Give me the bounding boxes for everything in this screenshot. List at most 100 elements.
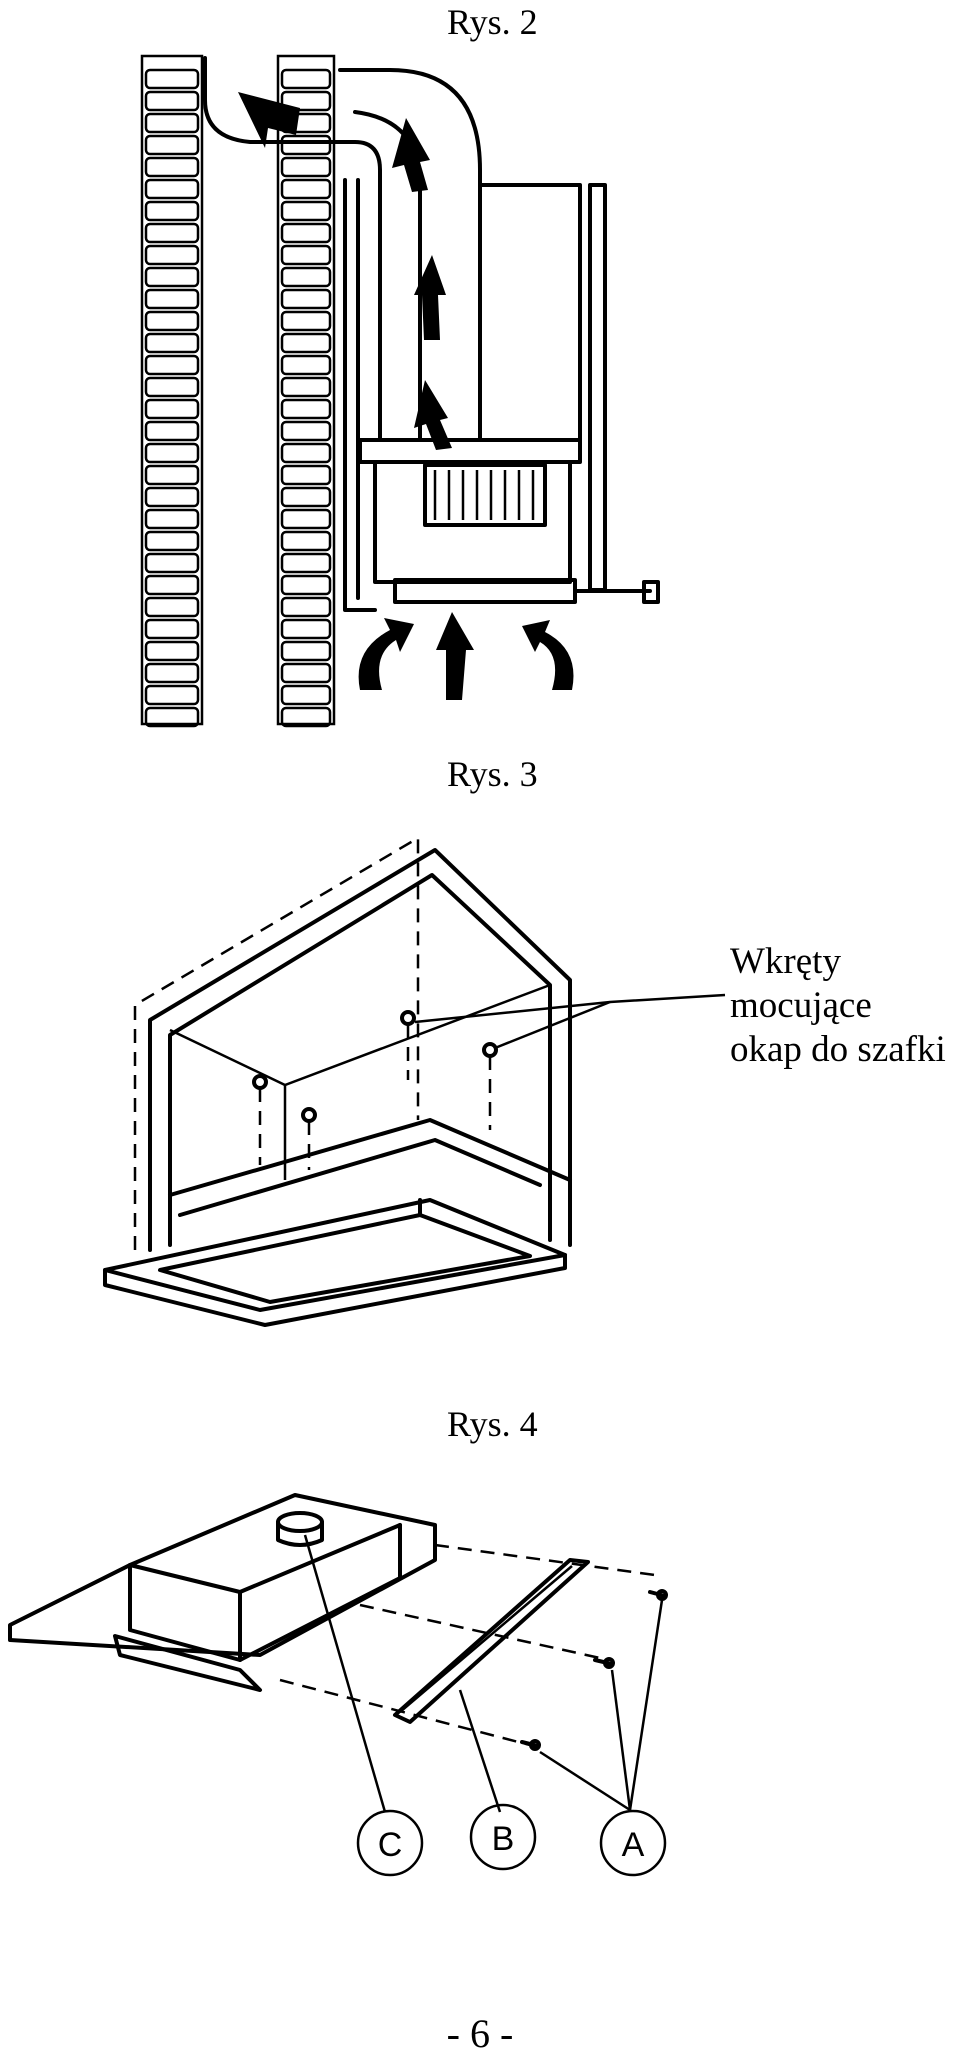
brick [280,684,332,706]
brick [280,706,332,728]
screw-3 [400,1010,416,1080]
brick [144,244,200,266]
brick [280,68,332,90]
brick [144,552,200,574]
callout-a: A [599,1809,667,1877]
brick [144,200,200,222]
cabinet-front-frame-inner [168,873,552,1247]
left-wall-bricks [140,54,204,728]
airflow-arrow-intake-right [522,620,574,690]
screw-2 [301,1107,317,1170]
leader-line-a-1 [628,1599,664,1811]
brick [144,574,200,596]
screw-label-line-3: okap do szafki [730,1029,946,1070]
figure-caption-rys4: Rys. 4 [447,1404,538,1444]
fan-blower [423,463,547,527]
cabinet-front-frame [148,848,572,1252]
brick [280,662,332,684]
handle-knob [642,580,660,604]
brick [280,90,332,112]
brick [144,684,200,706]
brick [144,332,200,354]
brick [280,618,332,640]
assembly-line-1 [434,1543,656,1577]
hood-top-edge-inner [178,1138,542,1217]
brick [280,354,332,376]
brick [280,134,332,156]
brick [144,156,200,178]
brick [144,112,200,134]
brick [280,156,332,178]
brick [144,486,200,508]
brick [144,398,200,420]
screw-label: Wkręty mocujące okap do szafki [730,940,946,1072]
hood-top-edge [168,1118,572,1197]
fan-fins [433,470,535,520]
screw-4 [482,1042,498,1130]
brick [280,596,332,618]
cabinet-top [478,183,582,442]
brick [280,552,332,574]
brick [280,442,332,464]
brick [144,420,200,442]
screw-1 [252,1074,268,1165]
callout-c-label: C [378,1826,403,1864]
screw-a-3 [520,1739,541,1751]
callout-a-label: A [622,1826,645,1864]
leader-line-c [303,1534,387,1813]
hood-bottom-thickness [103,1253,567,1327]
airflow-arrow-duct-top [392,118,430,192]
brick [144,530,200,552]
callout-b-label: B [492,1820,515,1858]
airflow-arrow-intake-left [358,618,414,690]
brick [280,222,332,244]
leader-line-a-2 [610,1669,632,1811]
brick [280,266,332,288]
brick [280,486,332,508]
leader-line-screw-b [494,1000,611,1050]
airflow-arrow-duct-mid1 [414,255,446,340]
cabinet-dashed-outline [133,835,420,1250]
brick [144,618,200,640]
brick [280,640,332,662]
brick [144,662,200,684]
airflow-arrow-intake-center [436,612,474,700]
mounting-rail-groove [399,1565,573,1713]
brick [280,200,332,222]
brick [280,530,332,552]
cabinet-left-wall [343,178,377,612]
hood-filter-area [158,1213,532,1304]
right-wall-bricks [276,54,336,728]
hood-body-top-edge [128,1523,402,1594]
page-number: - 6 - [446,2011,514,2056]
brick [280,288,332,310]
airflow-arrow-left-exit [238,92,300,148]
brick [280,398,332,420]
hood-base-plate [8,1493,437,1657]
brick [144,178,200,200]
brick [280,464,332,486]
brick [280,244,332,266]
brick [144,354,200,376]
brick [280,508,332,530]
screw-label-line-1: Wkręty [730,941,841,982]
brick [144,134,200,156]
brick [144,442,200,464]
brick [144,266,200,288]
duct-outer-right [338,68,482,442]
screw-a-2 [593,1657,615,1669]
hood-front-lip [113,1634,262,1692]
brick [144,68,200,90]
mounting-rail [393,1558,590,1724]
callout-c: C [356,1809,424,1877]
brick [144,288,200,310]
duct-outer-left [203,56,382,442]
assembly-line-3 [279,1678,531,1747]
figure-caption-rys2: Rys. 2 [447,2,538,42]
brick [144,508,200,530]
brick [280,574,332,596]
brick [280,310,332,332]
brick [144,464,200,486]
